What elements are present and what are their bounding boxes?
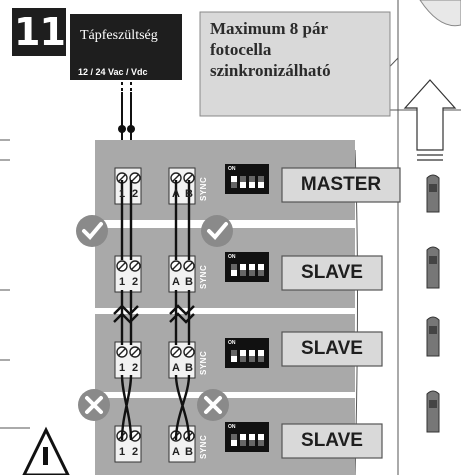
sync-terminal-block (168, 167, 196, 205)
up-arrow-icon (403, 79, 457, 161)
photocell-icon (426, 246, 440, 289)
lamp-shape (419, 0, 461, 27)
terminal-label: 2 (131, 276, 139, 288)
crossed-wire (120, 374, 133, 441)
terminal-label: B (185, 276, 193, 288)
sync-label: SYNC (199, 264, 208, 289)
step-number: 11 (14, 10, 66, 54)
photocell-icon (426, 316, 440, 357)
supply-voltage: 12 / 24 Vac / Vdc (78, 67, 148, 77)
terminal-label: B (185, 362, 193, 374)
terminal-screw-icon (170, 346, 182, 358)
dip-switch (225, 422, 269, 452)
board-role-label: SLAVE (301, 338, 363, 359)
control-board (95, 140, 401, 220)
terminal-screw-icon (116, 260, 128, 272)
photocell-icon (426, 174, 440, 213)
dip-switch (225, 252, 269, 282)
cross-icon (197, 389, 229, 421)
sync-terminal-block (168, 341, 196, 379)
terminal-label: 1 (118, 362, 126, 374)
board-role-label: MASTER (300, 174, 382, 195)
power-terminal-block (114, 255, 142, 293)
crossed-wire (174, 374, 191, 441)
wire-break-icon (169, 312, 195, 324)
role-label-box (281, 423, 383, 459)
terminal-label: 1 (118, 276, 126, 288)
terminal-label: A (172, 276, 180, 288)
dip-switch (225, 164, 269, 194)
terminal-screw-icon (116, 346, 128, 358)
terminal-screw-icon (129, 346, 141, 358)
terminal-screw-icon (170, 172, 182, 184)
sync-terminal-block (168, 255, 196, 293)
terminal-label: B (185, 188, 193, 200)
wire-break-icon (169, 304, 195, 316)
terminal-label: B (185, 446, 193, 458)
sync-terminal-block (168, 425, 196, 463)
cross-icon (78, 389, 110, 421)
sync-label: SYNC (199, 350, 208, 375)
check-icon (76, 215, 108, 247)
dip-on-label: ON (228, 254, 236, 260)
supply-label: Tápfeszültség (80, 28, 158, 43)
power-terminal-block (114, 167, 142, 205)
dip-on-label: ON (228, 340, 236, 346)
terminal-screw-icon (183, 346, 195, 358)
terminal-label: A (172, 362, 180, 374)
terminal-screw-icon (129, 172, 141, 184)
note-box (199, 11, 391, 117)
wire-junction (127, 125, 135, 133)
photocell-icon (426, 390, 440, 433)
board-role-label: SLAVE (301, 430, 363, 451)
terminal-screw-icon (129, 260, 141, 272)
control-board (95, 314, 383, 392)
board-role-label: SLAVE (301, 262, 363, 283)
terminal-screw-icon (183, 260, 195, 272)
step-number-box (12, 8, 66, 56)
dip-on-label: ON (228, 166, 236, 172)
terminal-label: 2 (131, 446, 139, 458)
wire-junction (118, 125, 126, 133)
terminal-screw-icon (129, 430, 141, 442)
wire-break-icon (113, 312, 139, 324)
role-label-box (281, 167, 401, 203)
supply-box (70, 14, 182, 80)
terminal-label: A (172, 446, 180, 458)
warning-icon (22, 426, 70, 475)
role-label-box (281, 255, 383, 291)
sync-label: SYNC (199, 434, 208, 459)
terminal-label: 1 (118, 446, 126, 458)
dip-on-label: ON (228, 424, 236, 430)
power-terminal-block (114, 341, 142, 379)
terminal-label: 2 (131, 362, 139, 374)
terminal-label: 2 (131, 188, 139, 200)
terminal-label: 1 (118, 188, 126, 200)
terminal-screw-icon (170, 260, 182, 272)
dip-switch (225, 338, 269, 368)
wire-break-icon (113, 304, 139, 316)
sync-note: Maximum 8 pár fotocella szinkronizálható (210, 19, 331, 80)
sync-label: SYNC (199, 176, 208, 201)
role-label-box (281, 331, 383, 367)
terminal-label: A (172, 188, 180, 200)
check-icon (201, 215, 233, 247)
